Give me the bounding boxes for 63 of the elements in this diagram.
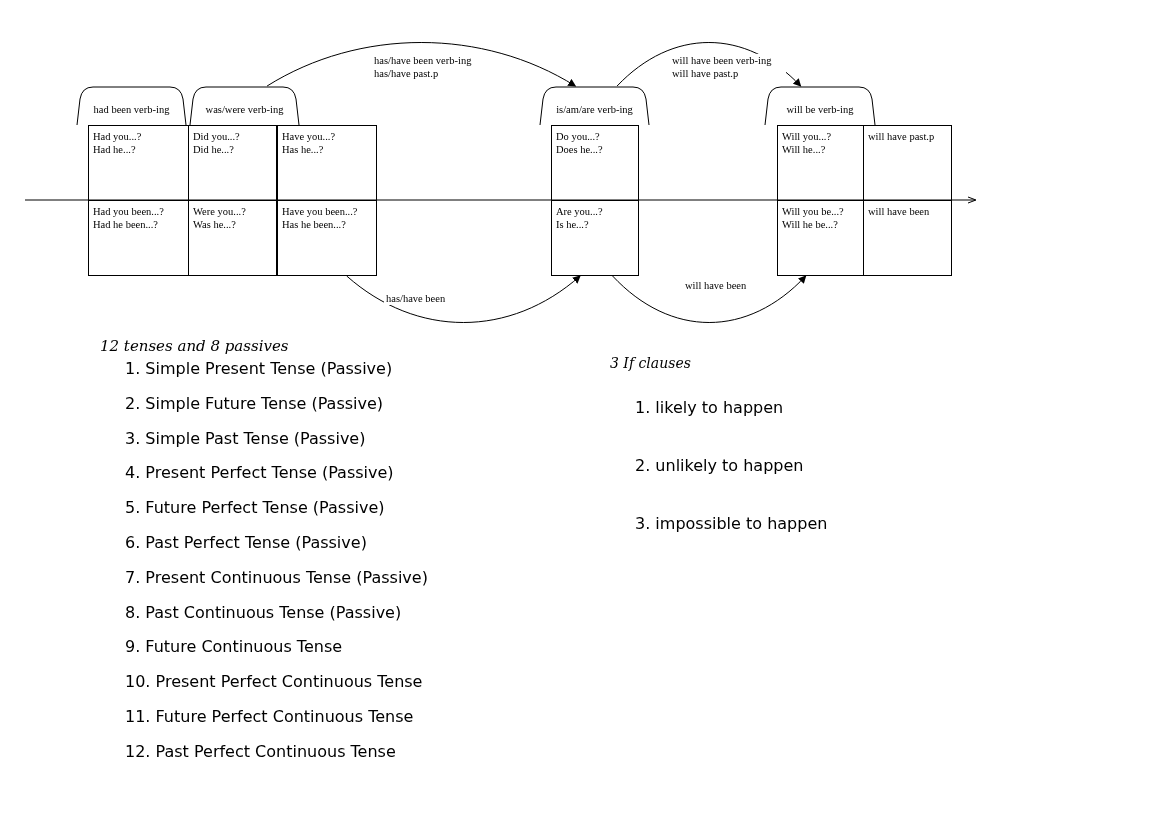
- tense-cell: [551, 125, 639, 201]
- question-form: Have you...?: [282, 130, 337, 143]
- curved-arrow: [612, 275, 807, 323]
- question-form: Had you been...?: [93, 205, 165, 218]
- question-form: Will you be...?: [782, 205, 845, 218]
- question-form: Was he...?: [193, 218, 237, 231]
- list-item: 3. Simple Past Tense (Passive): [125, 428, 366, 448]
- question-form: Does he...?: [556, 143, 604, 156]
- tense-cell: [863, 200, 952, 276]
- question-form: Will you...?: [782, 130, 833, 143]
- list-item: 4. Present Perfect Tense (Passive): [125, 463, 394, 483]
- tense-bracket: [75, 87, 188, 125]
- list-item: 1. likely to happen: [635, 398, 784, 417]
- question-form: Has he been...?: [282, 218, 347, 231]
- list-item: 6. Past Perfect Tense (Passive): [125, 533, 367, 552]
- list-item: 3. impossible to happen: [635, 514, 828, 533]
- question-form: Has he...?: [282, 143, 325, 156]
- question-form: Had you...?: [93, 130, 143, 143]
- question-form: Did he...?: [193, 143, 235, 156]
- tense-cell: [777, 125, 864, 201]
- list-item: 2. unlikely to happen: [635, 456, 804, 475]
- tense-cell: [863, 125, 952, 201]
- question-form: Will he...?: [782, 143, 827, 156]
- tense-bracket: [763, 87, 877, 125]
- question-form: Do you...?: [556, 130, 601, 143]
- edge-label: will have been verb-ing will have past.p: [670, 54, 786, 80]
- tense-cell: [88, 125, 189, 201]
- tense-cell: [88, 200, 189, 276]
- tense-form: was/were verb-ing: [204, 104, 285, 115]
- list-heading: 12 tenses and 8 passives: [100, 337, 289, 355]
- tense-form: will be verb-ing: [785, 104, 855, 115]
- curved-arrow: [266, 42, 577, 87]
- list-item: 5. Future Perfect Tense (Passive): [125, 498, 385, 518]
- tense-cell: [777, 200, 864, 276]
- tense-form: had been verb-ing: [92, 104, 171, 115]
- edge-label: has/have been: [384, 292, 448, 305]
- list-heading: 3 If clauses: [610, 355, 691, 371]
- list-item: 9. Future Continuous Tense: [125, 637, 343, 657]
- tense-form: is/am/are verb-ing: [555, 104, 634, 115]
- question-form: will have been: [868, 205, 931, 218]
- question-form: Had he been...?: [93, 218, 159, 231]
- question-form: Did you...?: [193, 130, 241, 143]
- question-form: Had he...?: [93, 143, 137, 156]
- tense-cell: [276, 200, 377, 276]
- tense-bracket: [188, 87, 301, 125]
- edge-label: will have been: [683, 279, 749, 292]
- list-item: 12. Past Perfect Continuous Tense: [125, 741, 396, 761]
- question-form: Have you been...?: [282, 205, 359, 218]
- tense-cell: [551, 200, 639, 276]
- tense-cell: [276, 125, 377, 201]
- tense-bracket: [538, 87, 651, 125]
- list-item: 2. Simple Future Tense (Passive): [125, 393, 384, 413]
- list-item: 8. Past Continuous Tense (Passive): [125, 602, 402, 622]
- curved-arrow: [346, 275, 581, 323]
- question-form: will have past.p: [868, 130, 936, 143]
- question-form: Will he be...?: [782, 218, 839, 231]
- question-form: Were you...?: [193, 205, 247, 218]
- question-form: Are you...?: [556, 205, 604, 218]
- list-item: 11. Future Perfect Continuous Tense: [125, 707, 414, 726]
- question-form: Is he...?: [556, 218, 590, 231]
- list-item: 1. Simple Present Tense (Passive): [125, 359, 393, 378]
- list-item: 10. Present Perfect Continuous Tense: [125, 672, 423, 692]
- list-item: 7. Present Continuous Tense (Passive): [125, 567, 428, 587]
